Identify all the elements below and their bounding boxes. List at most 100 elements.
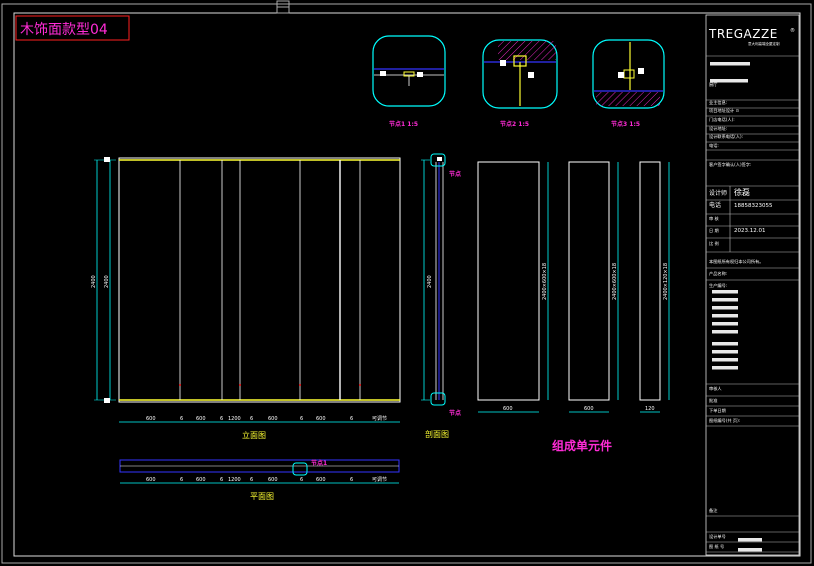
detail-3-bubble bbox=[592, 39, 665, 109]
title-field-label-18: 下单日期 bbox=[709, 407, 726, 414]
detail-2-label: 节点2 1:5 bbox=[500, 120, 529, 128]
title-field-value-8: 徐磊 bbox=[734, 187, 750, 197]
elev-dim-8: 6 bbox=[300, 416, 303, 422]
elev-dim-7: 600 bbox=[268, 416, 278, 422]
elev-tag-top bbox=[104, 157, 110, 162]
title-field-label-22: 图 纸 号 bbox=[709, 543, 724, 550]
plan-dim-8: 6 bbox=[300, 477, 303, 483]
elev-dim-6: 6 bbox=[250, 416, 253, 422]
detail-1-block bbox=[380, 71, 386, 76]
elevation-outline bbox=[118, 157, 401, 403]
title-field-label-9: 电话 bbox=[709, 201, 721, 209]
title-field-label-7: 客户签字确认(人)签字: bbox=[709, 161, 751, 168]
title-field-label-3: 门店电话(人): bbox=[709, 116, 735, 123]
detail-2-block2 bbox=[500, 60, 506, 66]
detail-3-block bbox=[618, 72, 624, 78]
section-block-top bbox=[437, 157, 442, 161]
title-field-label-17: 批准 bbox=[709, 397, 717, 404]
plan-label: 平面图 bbox=[250, 492, 274, 501]
title-field-label-4: 设计地址: bbox=[709, 125, 727, 132]
detail-2-block bbox=[528, 72, 534, 78]
section-view: 节点 节点 2400 剖面图 bbox=[421, 153, 461, 439]
plan-view: 节点1 600 6 600 6 1200 6 600 6 600 6 可调节 平… bbox=[119, 459, 400, 501]
title-field-label-14: 产品名称: bbox=[709, 270, 727, 277]
plan-dim-7: 600 bbox=[268, 477, 278, 483]
title-field-label-21: 设计单号 bbox=[709, 533, 726, 540]
component-3 bbox=[639, 161, 661, 401]
component-3-width: 120 bbox=[645, 406, 655, 412]
detail-1-label: 节点1 1:5 bbox=[389, 120, 418, 128]
detail-2-bubble bbox=[482, 39, 558, 109]
plan-dim-10: 6 bbox=[350, 477, 353, 483]
title-block-fill-0 bbox=[710, 62, 750, 66]
title-field-label-2: 项目地址设计 ⊙ bbox=[709, 107, 739, 114]
elev-dim-1: 600 bbox=[146, 416, 156, 422]
component-1 bbox=[477, 161, 540, 401]
elev-dim-3: 600 bbox=[196, 416, 206, 422]
detail-3: 节点3 1:5 bbox=[592, 39, 665, 128]
elev-callout-right: 可调节 bbox=[372, 415, 387, 422]
component-2-height: 2400×600×18 bbox=[612, 263, 618, 300]
plan-dim-2: 6 bbox=[180, 477, 183, 483]
elev-dim-9: 600 bbox=[316, 416, 326, 422]
section-height-dim: 2400 bbox=[427, 275, 433, 288]
title-block-fill-10 bbox=[712, 358, 738, 362]
title-block-fill-5 bbox=[712, 314, 738, 318]
title-block-fill-6 bbox=[712, 322, 738, 326]
plan-dim-6: 6 bbox=[250, 477, 253, 483]
title-block-fill-9 bbox=[712, 350, 738, 354]
title-field-label-15: 生产编号: bbox=[709, 282, 727, 289]
elevation-view: 2400 2400 600 6 600 6 1200 6 600 6 600 6… bbox=[91, 157, 401, 440]
plan-node-callout: 节点1 bbox=[311, 459, 327, 467]
title-field-label-16: 审核人 bbox=[709, 385, 722, 392]
elev-height-dim: 2400 bbox=[91, 275, 97, 288]
title-field-label-19: 图纸编号(共 页): bbox=[709, 417, 740, 424]
elevation-mark-4 bbox=[359, 384, 361, 386]
detail-2: 节点2 1:5 bbox=[482, 39, 558, 128]
section-bubble-bottom bbox=[430, 392, 446, 406]
elevation-label: 立面图 bbox=[242, 430, 266, 440]
components-label: 组成单元件 bbox=[552, 438, 612, 453]
section-bubble-top bbox=[430, 153, 446, 167]
elev-dim-2: 6 bbox=[180, 416, 183, 422]
component-1-width: 600 bbox=[503, 406, 513, 412]
title-block-fill-7 bbox=[712, 330, 738, 334]
elev-tag-bot bbox=[104, 398, 110, 403]
plan-dim-9: 600 bbox=[316, 477, 326, 483]
plan-dim-5: 1200 bbox=[228, 477, 241, 483]
title-block-frame bbox=[705, 14, 800, 556]
section-callout-top: 节点 bbox=[449, 170, 461, 178]
elevation-mark-1 bbox=[179, 384, 181, 386]
title-block-fill-1 bbox=[710, 79, 748, 83]
detail-1: 节点1 1:5 bbox=[372, 35, 446, 128]
title-field-label-20: 备注 bbox=[709, 507, 718, 514]
title-block-fill-2 bbox=[712, 290, 738, 294]
detail-3-block2 bbox=[638, 68, 644, 74]
components-view: 2400×600×18 2400×600×18 2400×120×18 600 … bbox=[477, 161, 670, 453]
elevation-mark-3 bbox=[299, 384, 301, 386]
plan-dim-3: 600 bbox=[196, 477, 206, 483]
title-block-fill-12 bbox=[738, 538, 762, 542]
title-block-fill-4 bbox=[712, 306, 738, 310]
elevation-mark-2 bbox=[239, 384, 241, 386]
elev-dim-5: 1200 bbox=[228, 416, 241, 422]
plan-dim-4: 6 bbox=[220, 477, 223, 483]
title-field-label-6: 电话: bbox=[709, 142, 719, 149]
elev-dim-10: 6 bbox=[350, 416, 353, 422]
brand-reg: ® bbox=[790, 27, 795, 34]
brand-logo: TREGAZZE bbox=[708, 27, 778, 41]
detail-1-block2 bbox=[417, 72, 423, 77]
detail-3-hatch bbox=[596, 92, 660, 106]
title-field-label-1: 业主信息: bbox=[709, 99, 727, 106]
detail-3-label: 节点3 1:5 bbox=[611, 120, 640, 128]
drawing-title: 木饰面款型04 bbox=[20, 22, 108, 38]
detail-3-joint bbox=[623, 69, 635, 79]
elev-dim-4: 6 bbox=[220, 416, 223, 422]
title-box bbox=[15, 15, 130, 41]
outer-border bbox=[1, 3, 812, 564]
brand-sub: 意大利高端全屋定制 bbox=[748, 41, 780, 46]
title-field-label-5: 设计联系电话(人): bbox=[709, 133, 743, 140]
component-1-height: 2400×600×18 bbox=[542, 263, 548, 300]
